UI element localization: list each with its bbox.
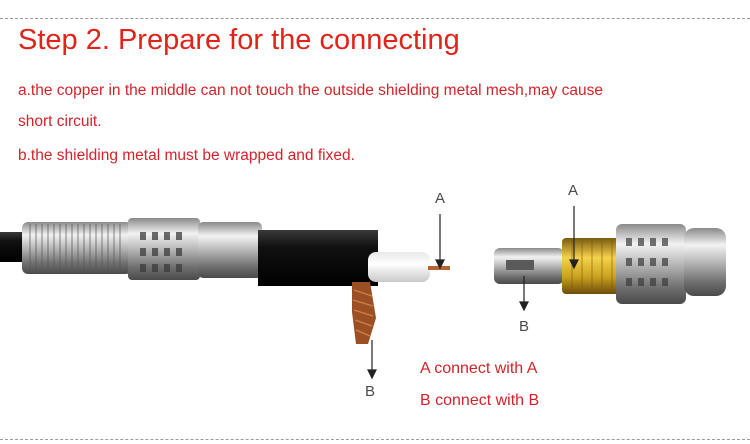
- cable-assembly: [0, 218, 450, 344]
- cable-black-jacket: [258, 230, 378, 286]
- connector-gold-sleeve: [562, 238, 620, 294]
- cable-spring-sleeve: [22, 222, 132, 274]
- note-b: b.the shielding metal must be wrapped an…: [18, 147, 355, 164]
- cable-label-b: B: [365, 383, 376, 400]
- page-title: Step 2. Prepare for the connecting: [18, 24, 460, 56]
- top-dashed-divider: [0, 18, 750, 19]
- connector-label-b: B: [519, 318, 530, 335]
- bnc-connector: [494, 224, 726, 304]
- cable-arrow-b: [367, 340, 377, 380]
- connector-arrow-b: [519, 276, 529, 312]
- connector-bnc-head: [684, 228, 726, 296]
- cable-arrow-a: [435, 214, 445, 270]
- connection-a-text: A connect with A: [420, 360, 538, 377]
- note-a-line2: short circuit.: [18, 113, 102, 130]
- bottom-dashed-divider: [0, 439, 750, 440]
- cable-white-dielectric: [368, 252, 430, 282]
- cable-copper-center: [428, 266, 450, 270]
- note-a-line1: a.the copper in the middle can not touch…: [18, 82, 604, 99]
- connector-pin-slot: [506, 260, 534, 270]
- connector-label-a: A: [568, 182, 579, 199]
- cable-nut: [198, 222, 262, 278]
- connector-arrow-a: [569, 206, 579, 270]
- cable-knurled-collar: [128, 218, 200, 280]
- cable-label-a: A: [435, 190, 446, 207]
- connection-b-text: B connect with B: [420, 392, 540, 409]
